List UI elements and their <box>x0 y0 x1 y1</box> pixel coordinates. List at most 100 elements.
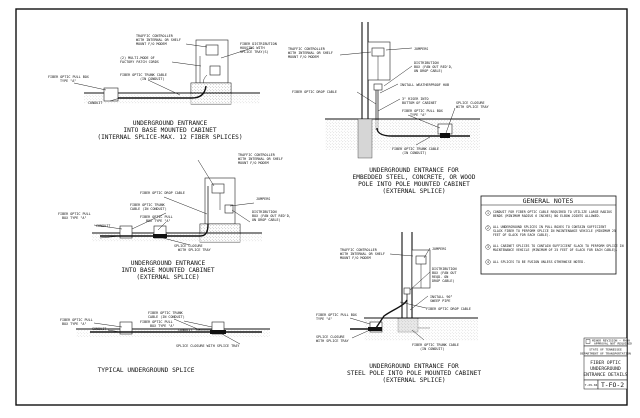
sheet-title-1: FIBER OPTIC <box>590 360 621 366</box>
svg-text:FIBER OPTIC TRUNK CABLE(IN CON: FIBER OPTIC TRUNK CABLE(IN CONDUIT) <box>392 147 439 155</box>
note-2-line-1: ALL UNDERGROUND SPLICES IN PULL BOXES TO… <box>493 225 606 229</box>
d4-label-pullbox-b-1: FIBER OPTIC PULL <box>140 320 173 324</box>
d5-label-sweep-1: INSTALL 90° <box>430 295 452 299</box>
d2-label-riser-2: BOTTOM OF CABINET <box>402 101 437 105</box>
d1-label-controller-1: TRAFFIC CONTROLLER <box>136 34 174 38</box>
revision-line-1: MINOR REVISION — FHWA <box>592 339 630 343</box>
d5-label-trunk-1: FIBER OPTIC TRUNK CABLE <box>412 343 459 347</box>
d5-label-dist-3: REQD. ON <box>432 275 448 279</box>
state-name: STATE OF TENNESSEE <box>589 348 622 352</box>
d2-label-jumpers: JUMPERS <box>414 47 428 51</box>
d1-title-2: INTO BASE MOUNTED CABINET <box>123 127 216 134</box>
d1-label-patch-2: FACTORY PATCH CORDS <box>120 60 159 64</box>
svg-text:CONDUIT FOR FIBER OPTIC CABLE: CONDUIT FOR FIBER OPTIC CABLE REQUIRED T… <box>493 210 612 218</box>
d3-label-pullbox-a-1: FIBER OPTIC PULL <box>58 212 91 216</box>
sheet-title-2: UNDERGROUND <box>590 366 621 372</box>
d5-label-closure-2: WITH SPLICE TRAY <box>316 339 349 343</box>
d4-label-conduit-a: CONDUIT <box>92 327 106 331</box>
sheet-date: 7-29-04 <box>585 383 598 387</box>
d4-label-trunk-1: FIBER OPTIC TRUNK <box>148 311 184 315</box>
d5-label-dist-2: BOX (FAN OUT <box>432 271 457 275</box>
note-2-line-2: SLACK FIBER TO PERFORM SPLICE IN MAINTEN… <box>493 229 616 233</box>
d5-label-sweep-2: SWEEP PIPE <box>430 299 450 303</box>
d3-label-trunk-2: CABLE (IN CONDUIT) <box>130 207 167 211</box>
d3-label-closure-2: WITH SPLICE TRAY <box>178 248 211 252</box>
d5-label-closure-1: SPLICE CLOSURE <box>316 335 345 339</box>
d5-label-drop: FIBER OPTIC DROP CABLE <box>426 307 471 311</box>
d1-label-controller-3: MOUNT F/O MODEM <box>136 42 167 46</box>
d3-title-3: (EXTERNAL SPLICE) <box>136 274 199 281</box>
d5-title-1: UNDERGROUND ENTRANCE FOR <box>369 363 459 370</box>
svg-text:ALL CABINET SPLICES TO CONTAIN: ALL CABINET SPLICES TO CONTAIN SUFFICIEN… <box>493 244 624 252</box>
d3-title-1: UNDERGROUND ENTRANCE <box>131 260 206 267</box>
note-2-num: 2 <box>487 226 489 230</box>
note-1-line-2: BENDS (MINIMUM RADIUS 6 INCHES) NO ELBOW… <box>493 214 601 218</box>
note-1-num: 1 <box>487 211 489 215</box>
d2-label-controller-2: WITH INTERNAL OR SHELF <box>288 51 333 55</box>
d2-label-pullbox-2: TYPE "A" <box>410 113 426 117</box>
d2-label-trunk-2: (IN CONDUIT) <box>402 151 427 155</box>
d5-title-2: STEEL POLE INTO POLE MOUNTED CABINET <box>347 370 481 377</box>
d5-label-trunk-2: (IN CONDUIT) <box>420 347 445 351</box>
d2-label-dist-3: ON DROP CABLE) <box>414 69 443 73</box>
d2-label-closure-2: WITH SPLICE TRAY <box>456 105 489 109</box>
d4-label-pullbox-b-2: BOX TYPE "A" <box>150 324 175 328</box>
revision-line-2: APPROVAL NOT REQUIRED <box>594 342 632 346</box>
note-3-line-1: ALL CABINET SPLICES TO CONTAIN SUFFICIEN… <box>493 244 624 248</box>
d1-title-1: UNDERGROUND ENTRANCE <box>133 120 208 127</box>
d3-label-controller-3: MOUNT F/O MODEM <box>238 161 269 165</box>
d5-label-pullbox-1: FIBER OPTIC PULL BOX <box>316 313 358 317</box>
d2-label-closure-1: SPLICE CLOSURE <box>456 101 485 105</box>
note-3-line-2: MAINTENANCE VEHICLE (MINIMUM OF 25 FEET … <box>493 248 618 252</box>
svg-text:ALL UNDERGROUND SPLICES IN PUL: ALL UNDERGROUND SPLICES IN PULL BOXES TO… <box>493 225 616 237</box>
d3-label-conduit: CONDUIT <box>96 224 110 228</box>
d2-title-3: POLE INTO POLE MOUNTED CABINET <box>358 181 470 188</box>
d1-label-splice-1: FIBER DISTRIBUTION <box>240 42 277 46</box>
notes-title: GENERAL NOTES <box>523 197 574 205</box>
svg-text:INSTALL 90°SWEEP PIPE: INSTALL 90°SWEEP PIPE <box>430 295 452 303</box>
d2-label-controller-1: TRAFFIC CONTROLLER <box>288 47 326 51</box>
general-notes: GENERAL NOTES 1 CONDUIT FOR FIBER OPTIC … <box>480 195 624 275</box>
sheet-title-3: ENTRANCE DETAILS <box>583 372 627 378</box>
d1-title-3: (INTERNAL SPLICE-MAX. 12 FIBER SPLICES) <box>97 134 242 141</box>
note-2: 2 ALL UNDERGROUND SPLICES IN PULL BOXES … <box>485 225 616 237</box>
d5-label-controller-2: WITH INTERNAL OR SHELF <box>340 252 385 256</box>
note-4: 4 ALL SPLICES TO BE FUSION UNLESS OTHERW… <box>485 259 585 265</box>
department-name: DEPARTMENT OF TRANSPORTATION <box>580 352 631 356</box>
d4-label-trunk-2: CABLE (IN CONDUIT) <box>148 315 185 319</box>
d3-title-2: INTO BASE MOUNTED CABINET <box>121 267 214 274</box>
d1-label-pullbox-2: TYPE "A" <box>60 79 76 83</box>
d2-label-riser-1: 3" RISER INTO <box>402 97 429 101</box>
d5-label-dist-1: DISTRIBUTION <box>432 267 457 271</box>
d3-label-jumpers: JUMPERS <box>256 197 270 201</box>
note-1: 1 CONDUIT FOR FIBER OPTIC CABLE REQUIRED… <box>485 210 612 218</box>
d1-label-controller-2: WITH INTERNAL OR SHELF <box>136 38 181 42</box>
d3-label-controller-1: TRAFFIC CONTROLLER <box>238 153 276 157</box>
d4-label-conduit-b: CONDUIT <box>178 328 192 332</box>
d4-label-pullbox-a-1: FIBER OPTIC PULL <box>60 318 93 322</box>
d5-label-pullbox-2: TYPE "A" <box>316 317 332 321</box>
note-4-num: 4 <box>487 260 489 264</box>
d3-label-pullbox-b-1: FIBER OPTIC PULL <box>140 215 173 219</box>
d2-label-controller-3: MOUNT F/O MODEM <box>288 55 319 59</box>
d2-label-pullbox-1: FIBER OPTIC PULL BOX <box>402 109 444 113</box>
d2-title-4: (EXTERNAL SPLICE) <box>382 188 445 195</box>
